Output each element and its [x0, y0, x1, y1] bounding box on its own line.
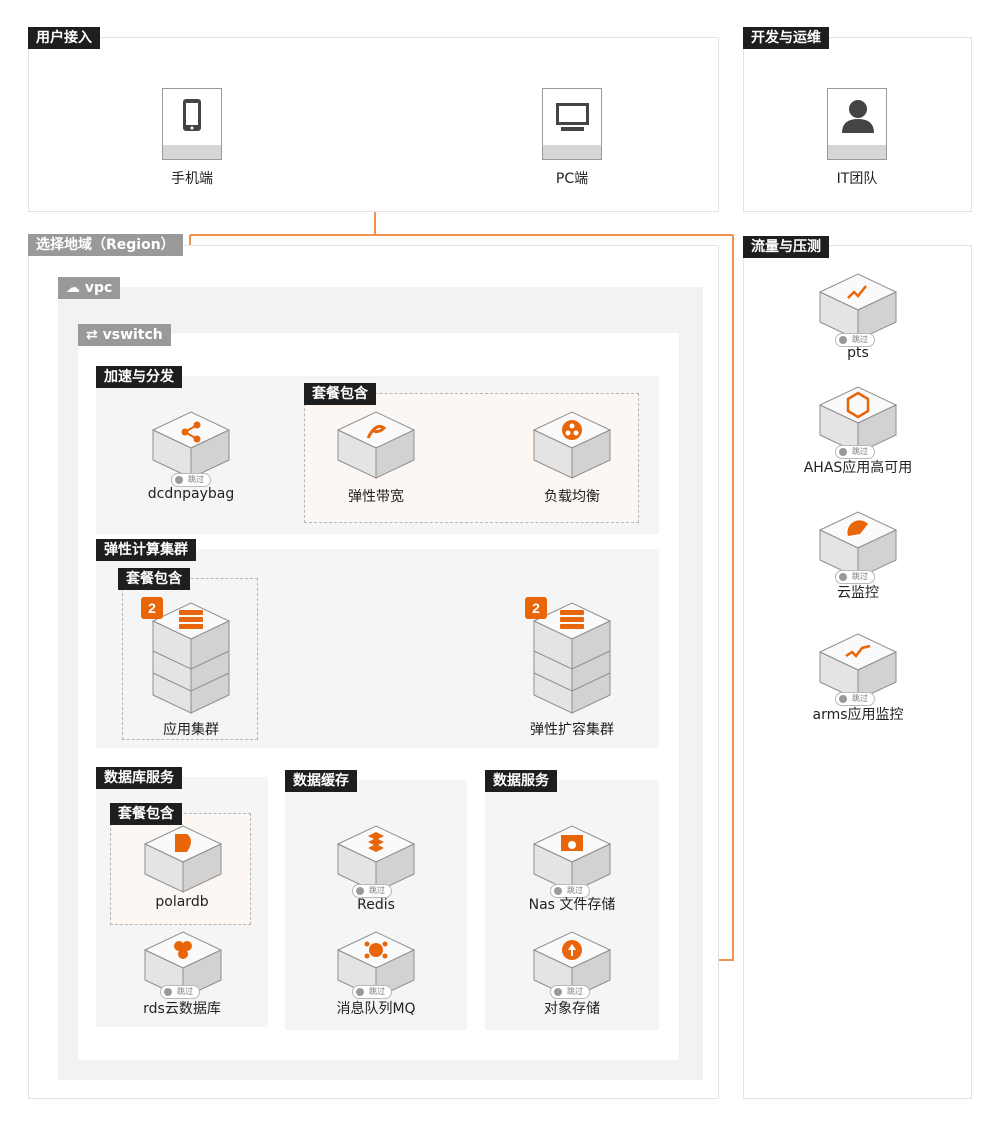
database-title: 数据库服务: [96, 767, 182, 789]
vswitch-title: ⇄ vswitch: [78, 324, 171, 346]
skip-button[interactable]: 跳过: [171, 473, 211, 487]
nas-label: Nas 文件存储: [528, 897, 616, 913]
mq-label: 消息队列MQ: [336, 1001, 416, 1017]
message-queue-icon: [364, 941, 388, 959]
package-title-db: 套餐包含: [110, 803, 182, 825]
load-balancer-icon: [562, 420, 582, 440]
share-icon: [181, 421, 201, 443]
cloudmonitor-label: 云监控: [837, 585, 879, 601]
redis-label: Redis: [357, 897, 395, 913]
mobile-device[interactable]: [162, 88, 222, 160]
slb-node[interactable]: [533, 411, 611, 479]
traffic-title: 流量与压测: [743, 236, 829, 258]
skip-button[interactable]: 跳过: [550, 985, 590, 999]
acceleration-title: 加速与分发: [96, 366, 182, 388]
cloud-icon: ☁: [66, 280, 85, 296]
scaling-cluster-node[interactable]: [533, 602, 611, 714]
mobile-label: 手机端: [171, 171, 213, 187]
skip-button[interactable]: 跳过: [352, 985, 392, 999]
ahas-icon: [846, 391, 870, 419]
devops-title: 开发与运维: [743, 27, 829, 49]
scaling-cluster-label: 弹性扩容集群: [530, 722, 614, 738]
rds-icon: [174, 941, 192, 959]
polardb-icon: [175, 834, 191, 852]
folder-icon: [561, 835, 583, 851]
app-cluster-node[interactable]: [152, 602, 230, 714]
redis-node[interactable]: [337, 825, 415, 893]
skip-button[interactable]: 跳过: [160, 985, 200, 999]
ahas-node[interactable]: [819, 386, 897, 454]
mobile-icon: [183, 99, 201, 131]
switch-icon: ⇄: [86, 327, 103, 343]
bandwidth-node[interactable]: [337, 411, 415, 479]
arms-node[interactable]: [819, 633, 897, 701]
pts-node[interactable]: [819, 273, 897, 341]
rds-label: rds云数据库: [143, 1001, 221, 1017]
cloudmonitor-node[interactable]: [819, 511, 897, 579]
app-cluster-label: 应用集群: [163, 722, 219, 738]
polardb-label: polardb: [155, 894, 209, 910]
pc-device[interactable]: [542, 88, 602, 160]
pc-label: PC端: [555, 171, 589, 187]
server-icon: [179, 610, 203, 629]
redis-icon: [368, 832, 384, 852]
gauge-icon: [847, 520, 868, 536]
skip-button[interactable]: 跳过: [352, 884, 392, 898]
slb-label: 负载均衡: [544, 489, 600, 505]
pulse-icon: [845, 644, 871, 658]
skip-button[interactable]: 跳过: [835, 333, 875, 347]
cache-title: 数据缓存: [285, 770, 357, 792]
skip-button[interactable]: 跳过: [835, 692, 875, 706]
upload-cloud-icon: [562, 940, 582, 960]
server-icon: [560, 610, 584, 629]
polardb-node[interactable]: [144, 825, 222, 893]
oss-node[interactable]: [533, 931, 611, 999]
skip-button[interactable]: 跳过: [835, 570, 875, 584]
package-title-top: 套餐包含: [304, 383, 376, 405]
package-box-app: [122, 578, 258, 740]
user-access-title: 用户接入: [28, 27, 100, 49]
data-service-title: 数据服务: [485, 770, 557, 792]
trend-icon: [847, 285, 867, 299]
region-title: 选择地域（Region）: [28, 234, 183, 256]
rds-node[interactable]: [144, 931, 222, 999]
scaling-cluster-count-badge: 2: [525, 597, 547, 619]
pts-label: pts: [847, 345, 869, 361]
it-team-label: IT团队: [836, 171, 878, 187]
nas-node[interactable]: [533, 825, 611, 893]
arms-label: arms应用监控: [812, 707, 904, 723]
oss-label: 对象存储: [544, 1001, 600, 1017]
it-team-device[interactable]: [827, 88, 887, 160]
vpc-title: ☁ vpc: [58, 277, 121, 299]
compute-title: 弹性计算集群: [96, 539, 196, 561]
dcdnpaybag-node[interactable]: [152, 411, 230, 479]
dcdnpaybag-label: dcdnpaybag: [147, 486, 235, 502]
person-icon: [842, 100, 874, 133]
skip-button[interactable]: 跳过: [550, 884, 590, 898]
ahas-label: AHAS应用高可用: [803, 460, 913, 476]
user-access-panel: [28, 37, 719, 212]
mq-node[interactable]: [337, 931, 415, 999]
bandwidth-icon: [366, 424, 387, 439]
package-title-app: 套餐包含: [118, 568, 190, 590]
devops-panel: [743, 37, 972, 212]
skip-button[interactable]: 跳过: [835, 445, 875, 459]
app-cluster-count-badge: 2: [141, 597, 163, 619]
monitor-icon: [556, 103, 589, 131]
bandwidth-label: 弹性带宽: [348, 489, 404, 505]
